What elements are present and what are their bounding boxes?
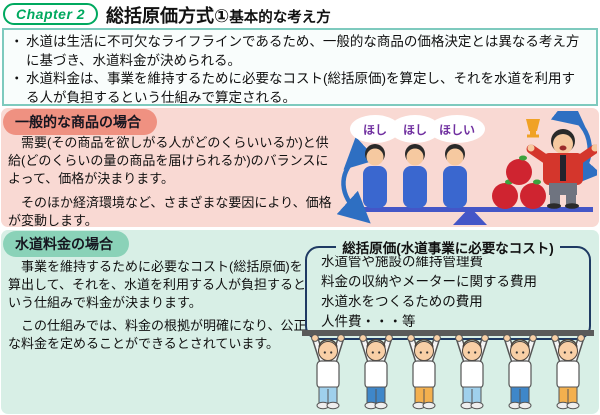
water-rate-heading: 水道料金の場合 xyxy=(3,231,129,257)
apple-icon xyxy=(506,155,532,185)
apples-group xyxy=(492,155,546,209)
crowd-figure-icon xyxy=(503,334,537,410)
apple-icon xyxy=(520,179,546,209)
buyer-figure-icon xyxy=(363,144,387,208)
crowd-figure-icon xyxy=(455,334,489,410)
page-title-sub: 基本的な考え方 xyxy=(229,10,331,26)
water-rate-text: 事業を維持するために必要なコスト(総括原価)を算出して、それを、水道を利用する人… xyxy=(8,258,308,353)
crowd-illustration xyxy=(302,330,594,412)
water-rate-paragraph: 事業を維持するために必要なコスト(総括原価)を算出して、それを、水道を利用する人… xyxy=(8,259,306,310)
thought-bubble-icon xyxy=(350,115,400,143)
cost-item: 料金の収納やメーターに関する費用 xyxy=(321,274,537,289)
thought-bubble-text: ほし xyxy=(363,123,387,137)
general-goods-heading: 一般的な商品の場合 xyxy=(3,109,157,135)
thought-bubble-text: ほし xyxy=(403,123,427,137)
crowd-figure-icon xyxy=(551,334,585,410)
general-goods-paragraph: そのほか経済環境など、さまざまな要因により、価格が変動します。 xyxy=(8,195,332,228)
chapter-badge: Chapter 2 xyxy=(3,3,99,25)
thought-bubble-icon xyxy=(429,115,485,143)
cost-box-title: 総括原価(水道事業に必要なコスト) xyxy=(307,237,589,258)
seller-figure-icon xyxy=(526,119,600,209)
cost-box: 総括原価(水道事業に必要なコスト) 水道管や施設の維持管理費 料金の収納やメータ… xyxy=(305,241,591,340)
intro-box: 水道は生活に不可欠なライフラインであるため、一般的な商品の価格決定とは異なる考え… xyxy=(2,28,598,106)
intro-bullet: 水道は生活に不可欠なライフラインであるため、一般的な商品の価格決定とは異なる考え… xyxy=(10,33,588,70)
cost-item: 水道管や施設の維持管理費 xyxy=(321,254,483,269)
water-rate-section: 水道料金の場合 事業を維持するために必要なコスト(総括原価)を算出して、それを、… xyxy=(1,230,599,414)
seesaw-illustration: ほし ほし ほしい xyxy=(335,94,600,225)
intro-bullet-text: 水道料金は、事業を維持するために必要なコスト(総括原価)を算定し、それを水道を利… xyxy=(26,71,575,105)
gold-prize-icon xyxy=(526,119,540,131)
seesaw-svg: ほし ほし ほしい xyxy=(336,94,600,225)
buyer-figure-icon xyxy=(403,144,427,208)
buyers-group xyxy=(363,144,467,208)
cost-item: 水道水をつくるための費用 xyxy=(321,294,483,309)
crowd-figure-icon xyxy=(311,334,345,410)
water-rate-paragraph: この仕組みでは、料金の根拠が明確になり、公正な料金を定めることができるとされてい… xyxy=(8,318,307,351)
general-goods-section: 一般的な商品の場合 需要(その商品を欲しがる人がどのくらいいるか)と供給(どのく… xyxy=(1,94,600,230)
cost-bar-icon xyxy=(302,330,594,336)
intro-bullet: 水道料金は、事業を維持するために必要なコスト(総括原価)を算定し、それを水道を利… xyxy=(10,70,588,107)
seesaw-fulcrum-icon xyxy=(453,207,487,225)
thought-bubble-icon xyxy=(390,115,440,143)
left-double-arrow-icon xyxy=(336,136,378,224)
buyer-figure-icon xyxy=(443,144,467,208)
cost-item: 人件費・・・等 xyxy=(321,314,416,329)
crowd-figure-icon xyxy=(407,334,441,410)
intro-bullet-text: 水道は生活に不可欠なライフラインであるため、一般的な商品の価格決定とは異なる考え… xyxy=(26,34,580,68)
thought-bubbles: ほし ほし ほしい xyxy=(350,115,485,143)
general-goods-text: 需要(その商品を欲しがる人がどのくらいいるか)と供給(どのくらいの量の商品を届け… xyxy=(8,134,340,230)
crowd-svg xyxy=(302,330,594,410)
page-title-main: 総括原価方式① xyxy=(106,6,230,26)
page-title: 総括原価方式①基本的な考え方 xyxy=(106,2,331,28)
header: Chapter 2 総括原価方式①基本的な考え方 xyxy=(0,0,600,28)
crowd-figure-icon xyxy=(359,334,393,410)
thought-bubble-text: ほしい xyxy=(439,123,475,137)
general-goods-paragraph: 需要(その商品を欲しがる人がどのくらいいるか)と供給(どのくらいの量の商品を届け… xyxy=(8,135,329,186)
